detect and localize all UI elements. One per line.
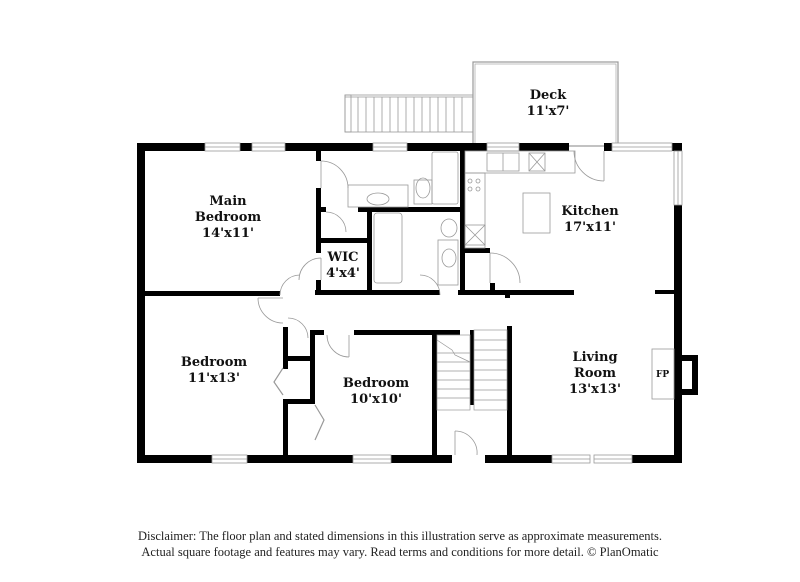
bath-fixtures	[347, 151, 459, 286]
room-dimensions: 14'x11'	[202, 226, 254, 241]
room-dimensions: 13'x13'	[569, 382, 621, 397]
exterior-walls	[137, 143, 698, 463]
room-label-wic: WIC 4'x4'	[326, 250, 360, 282]
room-name: Bedroom	[342, 376, 410, 391]
fireplace-hearth	[651, 348, 675, 400]
room-label-living-room: Living Room 13'x13'	[569, 350, 621, 398]
room-label-kitchen: Kitchen 17'x11'	[561, 204, 618, 236]
disclaimer-line-1: Disclaimer: The floor plan and stated di…	[138, 529, 662, 543]
interior-stairs	[436, 329, 508, 411]
room-dimensions: 10'x10'	[350, 392, 402, 407]
room-label-bedroom-center: Bedroom 10'x10'	[343, 376, 409, 408]
room-dimensions: 4'x4'	[326, 266, 360, 281]
room-dimensions: 17'x11'	[564, 220, 616, 235]
deck-stairs	[344, 94, 474, 133]
room-name-line1: Living	[572, 350, 618, 365]
room-name-line1: Main	[209, 194, 247, 209]
room-label-main-bedroom: Main Bedroom 14'x11'	[195, 194, 261, 242]
room-label-deck: Deck 11'x7'	[527, 88, 570, 120]
fireplace-label: FP	[656, 370, 670, 380]
room-dimensions: 11'x13'	[188, 371, 240, 386]
room-name-line2: Room	[574, 366, 616, 381]
room-name: Bedroom	[180, 355, 248, 370]
room-name: Kitchen	[561, 204, 619, 219]
disclaimer-line-2: Actual square footage and features may v…	[141, 545, 659, 559]
bifold-doors	[273, 367, 325, 441]
room-name-line2: Bedroom	[194, 210, 262, 225]
room-name: Deck	[529, 88, 567, 103]
room-label-bedroom-left: Bedroom 11'x13'	[181, 355, 247, 387]
disclaimer: Disclaimer: The floor plan and stated di…	[0, 528, 800, 560]
doors	[257, 150, 605, 456]
windows	[204, 142, 683, 464]
room-name: WIC	[327, 250, 359, 265]
kitchen-fixtures	[464, 150, 576, 249]
interior-walls	[145, 151, 674, 455]
room-dimensions: 11'x7'	[526, 104, 570, 119]
